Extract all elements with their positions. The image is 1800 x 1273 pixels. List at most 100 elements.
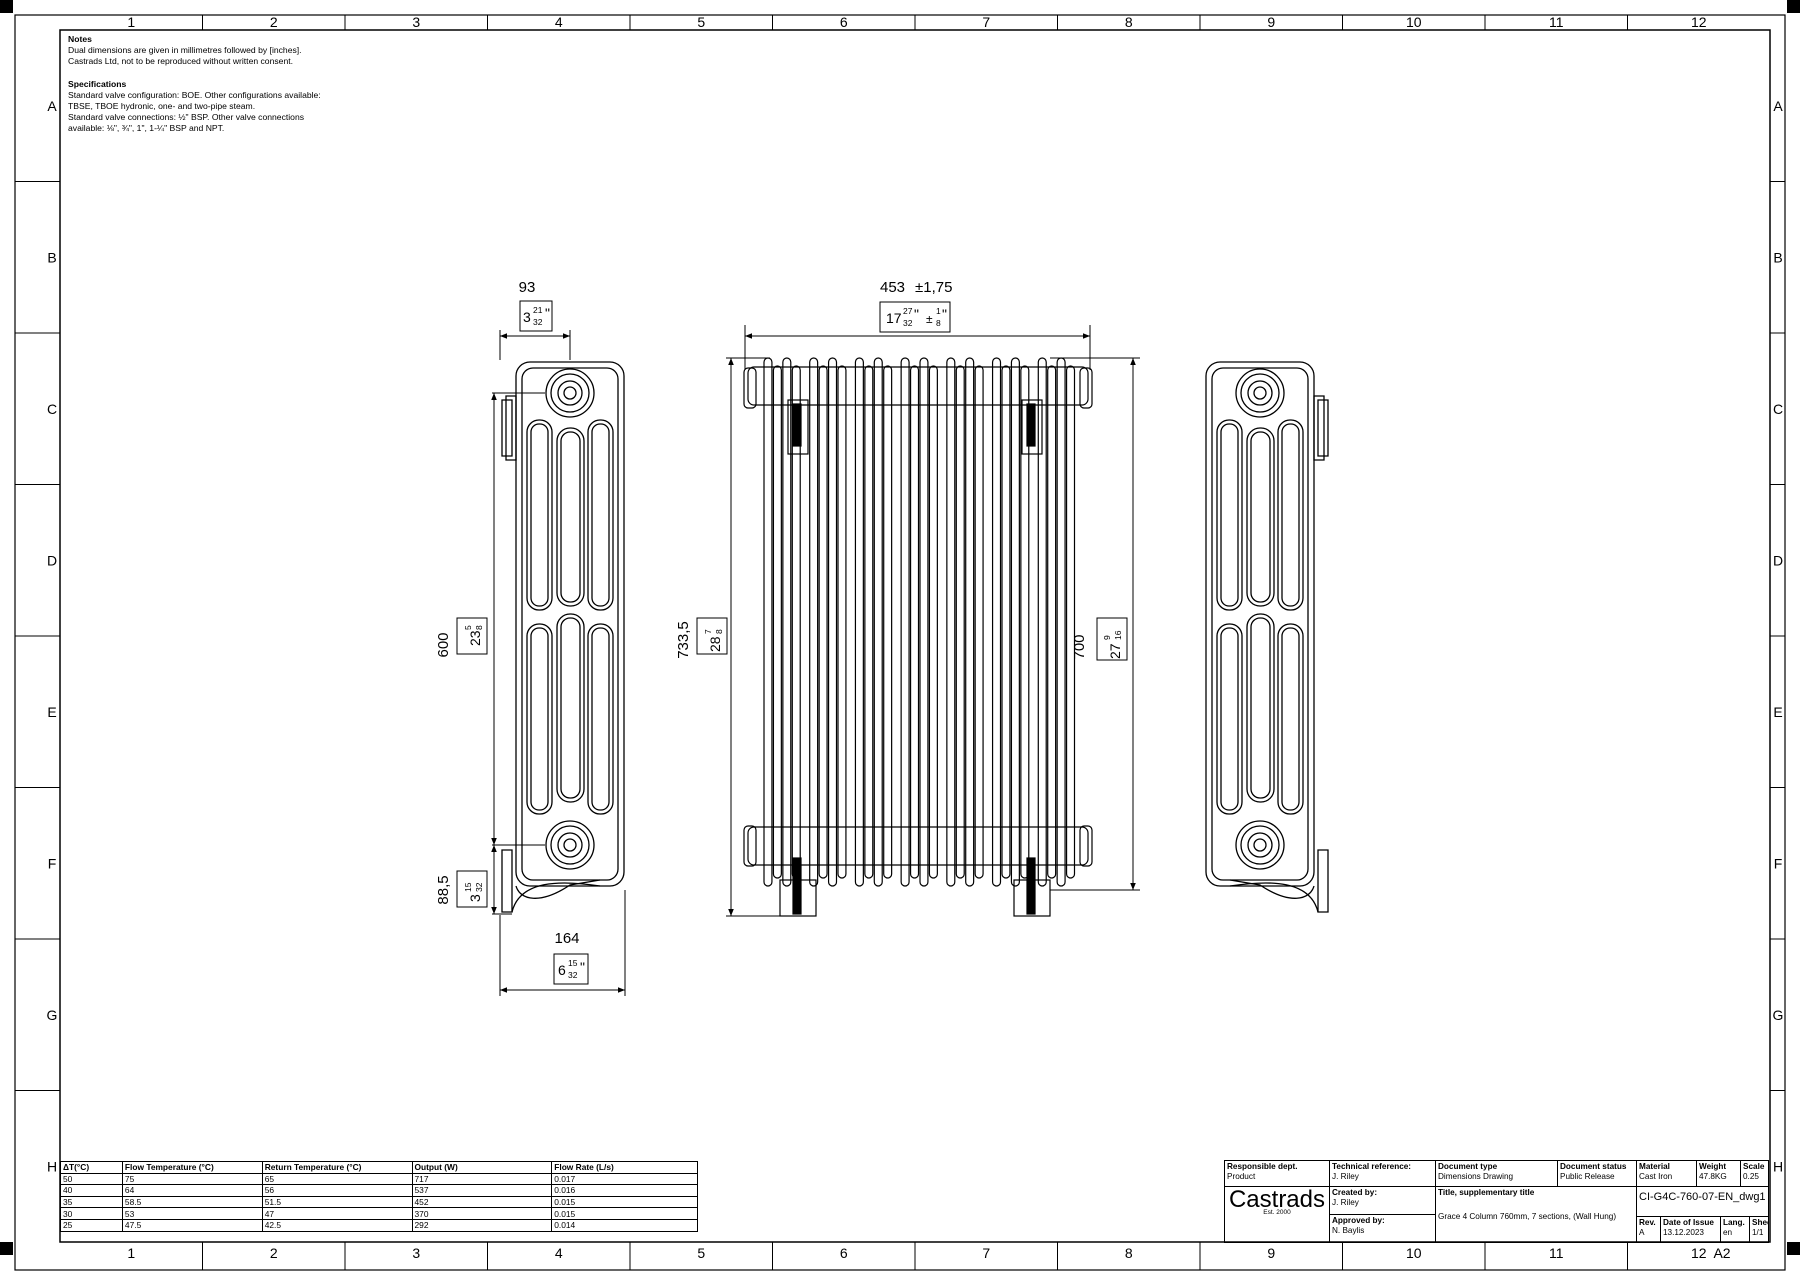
sheet-cell: Sheet1/1 <box>1749 1216 1769 1243</box>
responsible-dept-cell: Responsible dept.Product <box>1224 1160 1330 1187</box>
title-block: Responsible dept.Product Technical refer… <box>1224 1160 1769 1243</box>
dim-overall-height-mm: 733,5 <box>675 621 692 659</box>
performance-table: ΔT(°C) Flow Temperature (°C) Return Temp… <box>60 1161 698 1232</box>
header-flow-rate: Flow Rate (L/s) <box>551 1161 698 1174</box>
header-flow-temp: Flow Temperature (°C) <box>121 1161 263 1174</box>
grid-column-label: 8 <box>1125 1245 1133 1261</box>
technical-reference-cell: Technical reference:J. Riley <box>1329 1160 1436 1187</box>
header-delta-t: ΔT(°C) <box>60 1161 123 1174</box>
svg-text:3: 3 <box>523 309 531 325</box>
section-column-tube <box>919 357 929 887</box>
table-cell: 0.014 <box>551 1218 698 1232</box>
spec-line: Standard valve connections: ½" BSP. Othe… <box>68 112 305 123</box>
section-column-tube <box>1047 365 1057 879</box>
grid-column-label: 10 <box>1406 14 1422 30</box>
section-column-tube <box>763 357 773 887</box>
table-row: 50 75 65 717 0.017 <box>60 1172 698 1186</box>
table-cell: 292 <box>411 1218 553 1232</box>
grid-column-label: 5 <box>697 1245 705 1261</box>
dim-overall-height-in-whole: 28 <box>707 636 723 652</box>
dim-centres-in-den: 8 <box>474 625 484 630</box>
grid-column-label: 10 <box>1406 1245 1422 1261</box>
grid-row-label: F <box>48 855 57 871</box>
svg-text:": " <box>580 959 585 975</box>
dim-width-tol-in-den: 8 <box>936 318 941 328</box>
radiator-section <box>991 357 1030 887</box>
dim-top-depth-mm: 93 <box>519 279 536 296</box>
section-column-tube <box>909 365 920 879</box>
dim-width-mm: 453 <box>880 279 905 296</box>
grid-row-label: B <box>1773 249 1782 265</box>
grid-column-label: 2 <box>270 1245 278 1261</box>
drawing-number: CI-G4C-760-07-EN_dwg1 <box>1636 1186 1769 1217</box>
radiator-section <box>809 357 847 887</box>
dim-top-depth-in-num: 21 <box>533 305 543 315</box>
grid-column-label: 7 <box>982 1245 990 1261</box>
dim-width-tol-mm: ±1,75 <box>915 279 952 296</box>
section-column-tube <box>991 357 1002 887</box>
grid-row-label: D <box>47 552 57 568</box>
dim-width-in-num: 27 <box>903 306 913 316</box>
dim-foot-depth-in-den: 32 <box>568 970 578 980</box>
dim-centres-mm: 600 <box>435 632 452 657</box>
table-cell: 537 <box>411 1184 553 1197</box>
grid-column-label: 1 <box>127 14 135 30</box>
grid-reference-marks <box>15 15 1785 1270</box>
dim-centres-in-num: 5 <box>463 625 473 630</box>
dimension-text-front: 453 ±1,75 17 27 32 " ± 1 8 " 733,5 28 7 … <box>675 279 1123 660</box>
grid-column-label: 5 <box>697 14 705 30</box>
section-column-tube <box>827 357 838 887</box>
grid-column-label: 12 <box>1691 1245 1707 1261</box>
radiator-section <box>900 357 938 887</box>
section-column-tube <box>818 365 828 879</box>
table-row: 30 53 47 370 0.015 <box>60 1207 698 1220</box>
dim-valve-height-in-den: 32 <box>474 882 484 892</box>
grid-row-label: F <box>1774 855 1783 871</box>
paper-size-label: A2 <box>1713 1245 1730 1261</box>
spec-line: TBSE, TBOE hydronic, one- and two-pipe s… <box>68 101 256 112</box>
grid-column-label: 4 <box>555 1245 563 1261</box>
section-column-tube <box>883 365 893 879</box>
header-return-temp: Return Temperature (°C) <box>261 1161 413 1174</box>
spec-line: available: ⅛", ¾", 1", 1-¼" BSP and NPT. <box>68 123 225 134</box>
revision-cell: Rev.A <box>1636 1216 1661 1243</box>
grid-column-label: 2 <box>270 14 278 30</box>
radiator-section <box>1037 357 1076 887</box>
notes-title: Notes <box>68 34 92 44</box>
grid-row-label: C <box>47 401 57 417</box>
section-column-tube <box>873 357 883 887</box>
dim-overall-height-in-num: 7 <box>703 629 713 634</box>
notes-block: Notes Dual dimensions are given in milli… <box>68 34 368 135</box>
dim-foot-depth-in-num: 15 <box>568 958 578 968</box>
table-cell: 64 <box>121 1184 263 1197</box>
specifications-title: Specifications <box>68 78 127 89</box>
section-column-tube <box>1037 357 1047 887</box>
spec-line: Standard valve configuration: BOE. Other… <box>68 89 321 100</box>
grid-row-label: H <box>47 1158 57 1174</box>
svg-text:": " <box>914 306 919 322</box>
section-column-tube <box>782 357 792 887</box>
dim-section-height-in-num: 9 <box>1102 635 1112 640</box>
header-output: Output (W) <box>411 1161 553 1174</box>
table-cell: 717 <box>411 1172 553 1186</box>
svg-text:": " <box>942 306 947 322</box>
table-cell: 58.5 <box>121 1195 263 1209</box>
grid-column-label: 7 <box>982 14 990 30</box>
table-cell: 452 <box>411 1195 553 1209</box>
grid-column-label: 8 <box>1125 14 1133 30</box>
table-row: 25 47.5 42.5 292 0.014 <box>60 1218 698 1232</box>
dimension-text-left: 93 3 21 32 " 600 23 5 8 88,5 3 15 32 164… <box>435 279 585 980</box>
grid-row-label: A <box>47 98 57 114</box>
notes-line: Castrads Ltd, not to be reproduced witho… <box>68 56 293 67</box>
grid-column-label: 1 <box>127 1245 135 1261</box>
dim-top-depth-in-whole: 3 <box>523 309 531 325</box>
dim-section-height-mm: 700 <box>1071 634 1088 659</box>
dim-valve-height-in-num: 15 <box>463 882 473 892</box>
side-view-right <box>1205 361 1329 913</box>
dim-section-height-in-den: 16 <box>1113 630 1123 640</box>
table-cell: 47 <box>261 1207 413 1220</box>
section-column-tube <box>1020 365 1030 879</box>
